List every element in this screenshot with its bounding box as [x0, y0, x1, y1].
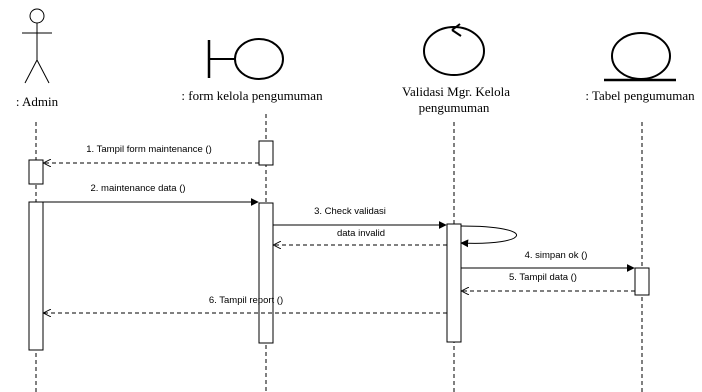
activation-ctrl	[446, 223, 462, 343]
message-label-3: 3. Check validasi	[314, 206, 386, 217]
participant-label-ctrl-line2: pengumuman	[419, 100, 490, 115]
control-validasi: Validasi Mgr. Kelola pengumuman	[402, 23, 510, 115]
activation-form-1	[258, 140, 274, 166]
activation-form-2	[258, 202, 274, 344]
actor-admin: : Admin	[16, 8, 59, 109]
activation-admin-1	[28, 159, 44, 185]
participant-label-admin: : Admin	[16, 94, 59, 109]
message-label-4: 4. simpan ok ()	[525, 250, 588, 261]
message-label-6: 6. Tampil report ()	[209, 295, 283, 306]
participant-label-form: : form kelola pengumuman	[181, 88, 323, 103]
boundary-icon	[207, 38, 284, 80]
message-label-2: 2. maintenance data ()	[90, 183, 185, 194]
entity-icon	[604, 32, 676, 82]
message-label-1: 1. Tampil form maintenance ()	[86, 144, 212, 155]
boundary-form: : form kelola pengumuman	[181, 38, 323, 103]
message-label-3b: data invalid	[337, 228, 385, 239]
activation-admin-2	[28, 201, 44, 351]
participant-label-ctrl-line1: Validasi Mgr. Kelola	[402, 84, 510, 99]
actor-icon	[22, 8, 52, 84]
message-label-5: 5. Tampil data ()	[509, 272, 577, 283]
participant-label-table: : Tabel pengumuman	[585, 88, 695, 103]
self-loop-arrow	[460, 225, 517, 248]
entity-tabel: : Tabel pengumuman	[585, 32, 695, 103]
activation-table	[634, 267, 650, 296]
control-icon	[423, 23, 485, 76]
